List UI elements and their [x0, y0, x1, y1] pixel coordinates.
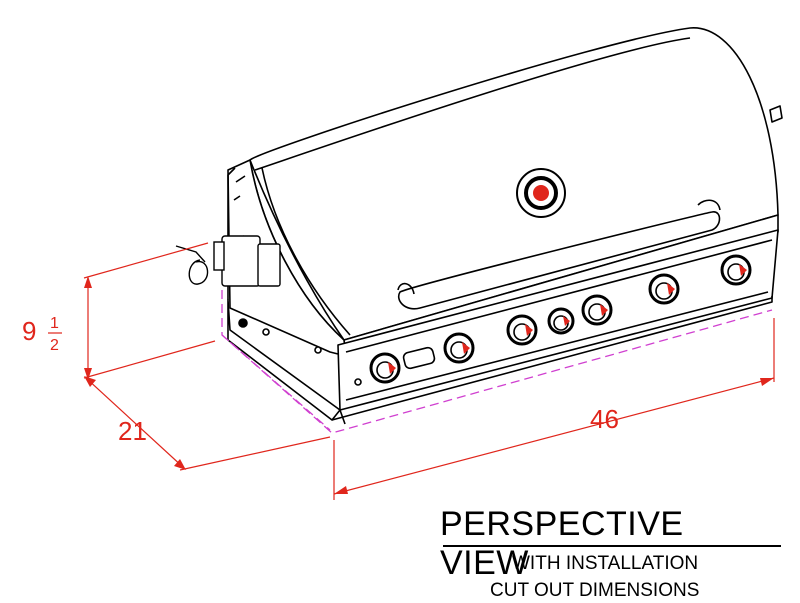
knob-4: [547, 307, 575, 335]
lid-handle: [397, 199, 721, 310]
knob-7: [720, 254, 752, 286]
dim-height-numerator: 1: [50, 315, 59, 332]
knob-2: [443, 332, 475, 364]
knob-6: [648, 273, 680, 305]
knob-3: [506, 314, 538, 346]
dim-height-whole: 9: [22, 316, 36, 346]
dim-width-label: 46: [590, 404, 619, 434]
dim-depth-label: 21: [118, 416, 147, 446]
dimension-labels: 9 1 2 21 46: [22, 315, 619, 446]
caption-underline: [443, 545, 781, 547]
cutout-outline: [221, 290, 773, 434]
grill-base: [227, 299, 341, 421]
rotisserie-motor: [175, 235, 281, 287]
caption-line-2: CUT OUT DIMENSIONS: [490, 580, 700, 601]
caption-title: PERSPECTIVE VIEW: [440, 505, 684, 582]
dimension-lines: [83, 242, 775, 500]
grill-lid: [249, 27, 779, 341]
knob-1: [369, 352, 401, 384]
dim-height-denominator: 2: [50, 337, 59, 354]
knob-5: [581, 294, 613, 326]
thermometer-gauge: [516, 168, 566, 218]
control-knobs: [354, 254, 752, 386]
caption-line-1: WITH INSTALLATION: [512, 553, 699, 574]
ignitor-button: [402, 346, 436, 370]
